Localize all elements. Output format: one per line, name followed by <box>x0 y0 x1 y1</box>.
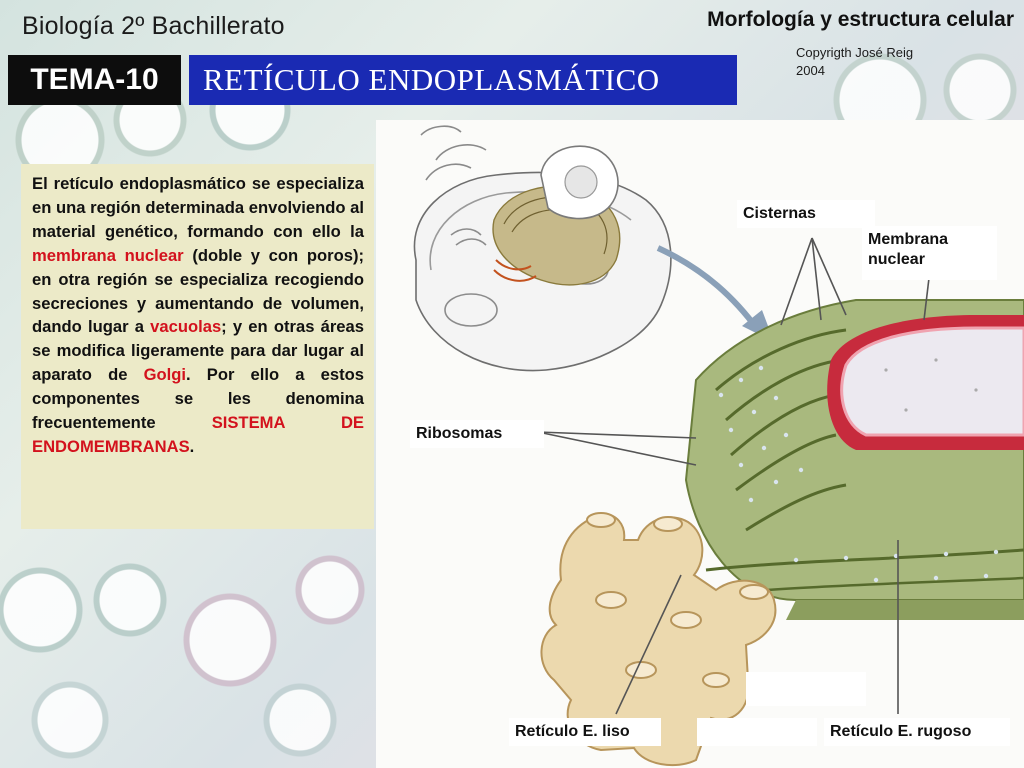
er-illustration: Cisternas Membrana nuclear Ribosomas Ret… <box>376 120 1024 768</box>
copyright-note: Copyrigth José Reig 2004 <box>796 44 966 80</box>
label-membrana-nuclear: Membrana nuclear <box>862 226 997 280</box>
term-membrana-nuclear: membrana nuclear <box>32 245 184 265</box>
smooth-er-tubules <box>540 512 777 767</box>
cell-sketch-er-fill <box>492 145 621 286</box>
leader-lines <box>537 237 930 715</box>
magnify-arrow <box>656 245 761 332</box>
nucleus <box>827 315 1024 450</box>
text-part-2: (doble y con poros); en otra región se e… <box>32 245 365 337</box>
text-part-3: ; y en otras áreas se modifica ligeramen… <box>32 317 364 385</box>
er-diagram-svg <box>413 125 1024 767</box>
explanation-panel: El retículo endoplasmático se especializ… <box>21 164 374 529</box>
term-sistema-endomembranas: SISTEMA DE ENDOMEMBRANAS <box>32 413 364 456</box>
label-cisternas: Cisternas <box>737 200 875 228</box>
slide-title: RETÍCULO ENDOPLASMÁTICO <box>189 55 737 105</box>
topic-header: Morfología y estructura celular <box>707 8 1014 31</box>
tema-badge: TEMA-10 <box>8 55 181 105</box>
label-gap <box>697 718 817 746</box>
label-reticulo-liso: Retículo E. liso <box>509 718 661 746</box>
copyright-line-1: Copyrigth José Reig <box>796 45 914 60</box>
subject-title: Biología 2º Bachillerato <box>22 12 285 40</box>
ribosome-dots <box>718 365 999 583</box>
term-vacuolas: vacuolas <box>150 317 222 337</box>
text-part-4: . Por ello a estos componentes se les de… <box>32 365 364 433</box>
text-part-5: . <box>189 436 195 456</box>
label-ribosomas: Ribosomas <box>410 420 544 448</box>
label-blank <box>746 672 866 706</box>
text-part-1: El retículo endoplasmático se especializ… <box>32 174 364 241</box>
copyright-line-2: 2004 <box>796 63 825 78</box>
label-reticulo-rugoso: Retículo E. rugoso <box>824 718 1010 746</box>
term-golgi: Golgi <box>143 365 186 385</box>
